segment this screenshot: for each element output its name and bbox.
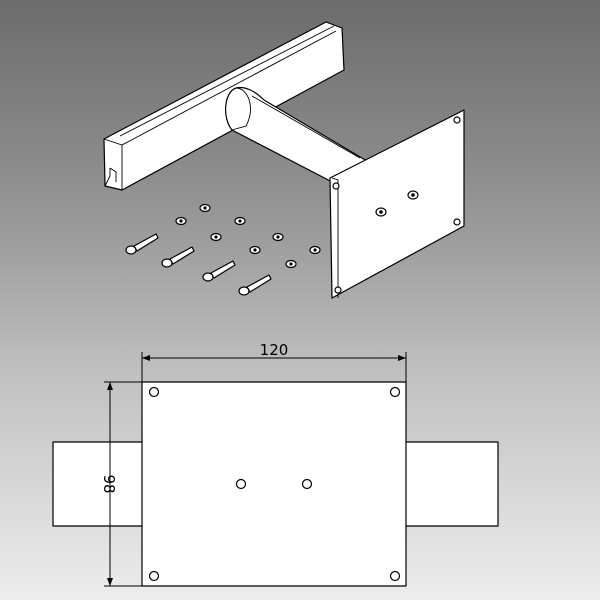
center-hole [301,478,313,490]
center-hole [235,478,247,490]
front-view: 120 98 [52,341,499,587]
screw-icon [161,246,195,268]
hardware-nuts [175,203,321,269]
width-dimension: 120 [141,341,407,382]
plate-center-hole-inner [411,193,415,197]
corner-hole [148,570,160,582]
corner-hole [389,570,401,582]
height-label: 98 [100,474,118,493]
plate-front [141,381,407,587]
plate-corner-hole [453,218,461,226]
hardware-screws [125,233,272,296]
plate-center-hole-inner [379,210,383,214]
screw-icon [238,274,272,296]
isometric-view [103,21,465,299]
mounting-plate [329,109,465,299]
corner-hole [389,386,401,398]
screw-icon [202,260,236,282]
height-dimension: 98 [100,381,142,587]
screw-icon [125,233,159,255]
plate-corner-hole [334,286,342,294]
width-label: 120 [260,341,289,359]
plate-corner-hole [332,182,340,190]
c-channel-rail [103,21,345,191]
corner-hole [148,386,160,398]
plate-corner-hole [453,116,461,124]
